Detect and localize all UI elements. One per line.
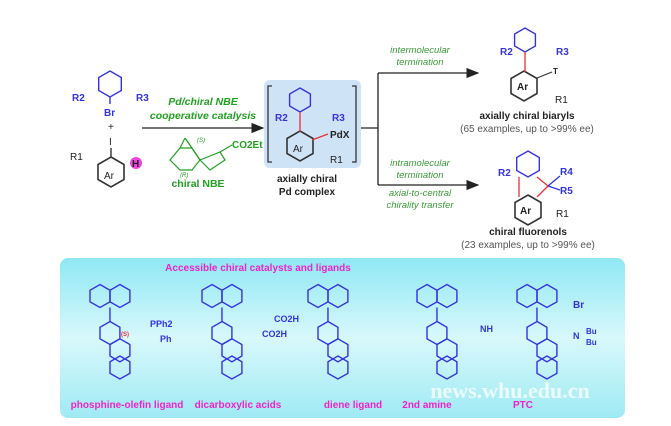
- benzene-ring: [536, 337, 558, 363]
- ar-label: Ar: [520, 206, 531, 217]
- binaphthyl-structure-1: [89, 283, 131, 380]
- fluorenol-product: R2 R4 R5 Ar R1: [498, 167, 573, 220]
- pph2-label: PPh2: [150, 319, 173, 329]
- bu-label-1: Bu: [586, 327, 597, 336]
- benzene-ring: [327, 355, 349, 380]
- ar-label: Ar: [517, 82, 528, 93]
- bu-label-2: Bu: [586, 338, 597, 347]
- r2-label: R2: [500, 47, 513, 58]
- lower-path-line-3: axial-to-central: [389, 188, 452, 199]
- nh-label: NH: [480, 324, 493, 334]
- ar-label: Ar: [104, 171, 115, 182]
- catalyst-label-diene: diene ligand: [324, 400, 382, 411]
- arene-ring: [514, 194, 542, 226]
- aryl-bromide: R2 R3 Br: [72, 93, 149, 119]
- catalyst-label-phosphine-olefin: phosphine-olefin ligand: [71, 400, 184, 411]
- nbe-r-label: (R): [180, 173, 188, 179]
- benzene-ring: [436, 337, 458, 363]
- br-anion-label: Br: [573, 300, 584, 311]
- biaryl-product: R2 R3 T Ar R1: [500, 47, 569, 106]
- pdx-label: PdX: [330, 130, 350, 141]
- ar-label: Ar: [293, 144, 304, 155]
- benzene-ring: [436, 355, 458, 380]
- co2h-label-1: CO2H: [274, 314, 299, 324]
- benzene-ring: [327, 283, 349, 309]
- r4-label: R4: [560, 167, 573, 178]
- ph-label: Ph: [160, 334, 172, 344]
- brackets: [267, 85, 357, 163]
- benzene-ring: [221, 283, 243, 309]
- r2-label: R2: [72, 93, 85, 104]
- biaryl-note: (65 examples, up to >99% ee): [460, 124, 594, 135]
- r1-label: R1: [555, 95, 568, 106]
- benzene-ring: [221, 337, 243, 363]
- binaphthyl-structure-2: [201, 283, 243, 380]
- benzene-ring: [327, 337, 349, 363]
- catalyst-panel: [60, 258, 625, 418]
- benzene-ring: [536, 355, 558, 380]
- plus-sign: +: [108, 122, 114, 133]
- r1-label: R1: [556, 209, 569, 220]
- panel-title: Accessible chiral catalysts and ligands: [165, 263, 351, 274]
- aryl-iodide: I R1 Ar H: [70, 137, 142, 182]
- r2-label: R2: [275, 113, 288, 124]
- nbe-s-label: (S): [197, 138, 205, 144]
- condition-line-2: cooperative catalysis: [150, 110, 256, 122]
- lower-path-line-1: intramolecular: [390, 158, 450, 169]
- benzene-ring: [536, 283, 558, 309]
- intermediate-label-1: axially chiral: [277, 174, 337, 185]
- benzene-ring: [436, 283, 458, 309]
- lower-path-line-4: chirality transfer: [386, 200, 454, 211]
- r1-label: R1: [70, 152, 83, 163]
- biaryl-name: axially chiral biaryls: [479, 111, 574, 122]
- watermark: news.whu.edu.cn: [430, 378, 590, 403]
- upper-path-line-1: intermolecular: [390, 45, 450, 56]
- h-highlight: [130, 157, 142, 169]
- r3-label: R3: [332, 113, 345, 124]
- catalyst-label-ptc: PTC: [513, 400, 533, 411]
- r3-label: R3: [556, 47, 569, 58]
- r5-label: R5: [560, 186, 573, 197]
- catalyst-label-dicarboxylic: dicarboxylic acids: [195, 400, 282, 411]
- stereo-label: (S): [121, 332, 129, 338]
- intermediate-label-2: Pd complex: [279, 187, 336, 198]
- condition-line-1: Pd/chiral NBE: [168, 96, 238, 108]
- br-label: Br: [104, 108, 115, 119]
- benzene-ring: [97, 70, 123, 98]
- fluorenol-name: chiral fluorenols: [489, 227, 567, 238]
- t-label: T: [553, 67, 558, 76]
- lower-path-line-2: termination: [397, 170, 444, 181]
- benzene-ring: [109, 355, 131, 380]
- chiral-nbe-label: chiral NBE: [171, 178, 224, 190]
- catalyst-label-amine: 2nd amine: [402, 400, 452, 411]
- h-label: H: [132, 159, 139, 170]
- benzene-ring: [516, 150, 540, 178]
- iodo-label: I: [109, 137, 112, 148]
- benzene-ring: [221, 355, 243, 380]
- r3-label: R3: [136, 93, 149, 104]
- chiral-nbe-structure: [169, 137, 233, 171]
- binaphthyl-structure-5: [516, 283, 558, 380]
- pd-complex: R2 R3 PdX Ar R1: [267, 85, 357, 166]
- binaphthyl-structure-3: [307, 283, 349, 380]
- benzene-ring: [109, 337, 131, 363]
- n-plus-label: N: [573, 331, 580, 341]
- co2h-label-2: CO2H: [262, 329, 287, 339]
- arene-ring: [97, 156, 125, 188]
- arene-ring: [286, 130, 314, 162]
- co2et-label: CO2Et: [232, 140, 263, 151]
- binaphthyl-structure-4: [416, 283, 458, 380]
- upper-path-line-2: termination: [397, 57, 444, 68]
- benzene-ring: [109, 283, 131, 309]
- r2-label: R2: [498, 168, 511, 179]
- branch-lines: [361, 73, 379, 185]
- intermediate-highlight: [264, 80, 361, 168]
- r1-label: R1: [330, 155, 343, 166]
- arene-ring: [510, 70, 538, 102]
- fluorenol-note: (23 examples, up to >99% ee): [461, 240, 595, 251]
- benzene-ring: [513, 27, 537, 53]
